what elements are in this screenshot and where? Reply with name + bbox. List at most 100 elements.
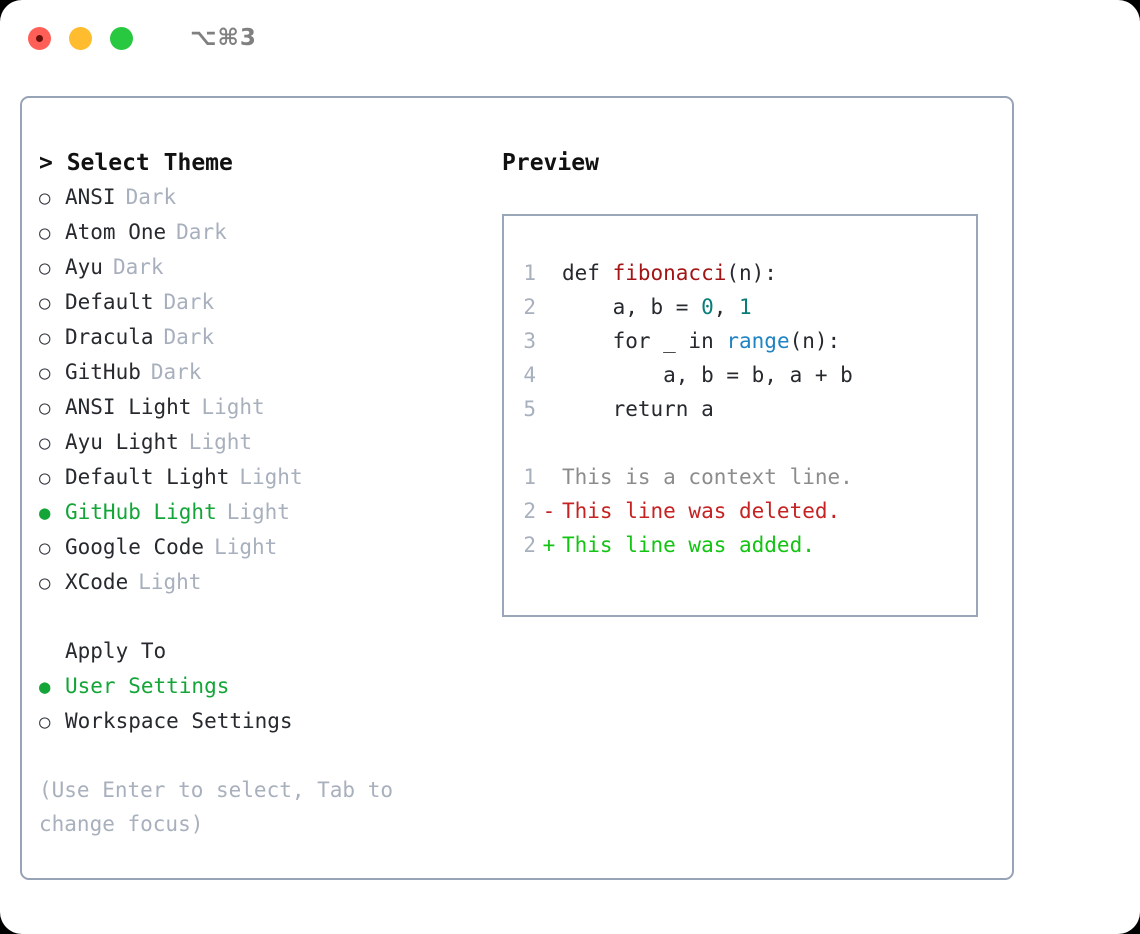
code-token-plain: ,: [713, 295, 740, 319]
theme-option-label: ANSI Light: [65, 395, 192, 419]
diff-marker: [536, 358, 562, 392]
radio-unselected-icon: ○: [39, 572, 51, 594]
line-number: 5: [523, 397, 536, 421]
code-line-text: return a: [562, 392, 714, 426]
minimize-window-button[interactable]: [69, 26, 92, 50]
apply-to-option-list[interactable]: ● User Settings ○Workspace Settings: [39, 669, 499, 739]
radio-unselected-icon: ○: [39, 397, 51, 419]
apply-to-label: Apply To: [65, 639, 167, 663]
line-number: 1: [523, 465, 536, 489]
bullet-placeholder-icon: ○: [39, 635, 65, 669]
radio-unselected-icon: ○: [39, 292, 51, 314]
theme-variant-tag: Light: [226, 500, 290, 524]
code-token-call: range: [726, 329, 790, 353]
theme-option-label: Ayu: [65, 255, 103, 279]
code-token-plain: def: [562, 261, 613, 285]
diff-marker: [536, 256, 562, 290]
code-token-plain: (n):: [726, 261, 777, 285]
theme-option-xcode[interactable]: ○ XCode Light: [39, 565, 499, 600]
code-line: 3 for _ in range(n):: [520, 324, 853, 358]
code-line-text: def fibonacci(n):: [562, 256, 777, 290]
theme-variant-tag: Light: [214, 535, 278, 559]
theme-option-ansi-light[interactable]: ○ ANSI Light Light: [39, 390, 499, 425]
line-number: 1: [523, 261, 536, 285]
theme-option-default-light[interactable]: ○ Default Light Light: [39, 460, 499, 495]
line-number: 2: [523, 533, 536, 557]
preview-column: Preview 1 def fibonacci(n):2 a, b = 0, 1…: [502, 146, 997, 617]
radio-selected-icon: ●: [39, 502, 51, 524]
theme-variant-tag: Dark: [176, 220, 227, 244]
code-line: 5 return a: [520, 392, 853, 426]
close-window-button[interactable]: [28, 26, 51, 50]
keyboard-shortcut-label: ⌥⌘3: [190, 25, 257, 51]
diff-line-context: 1 This is a context line.: [520, 460, 852, 494]
diff-line-text: This line was deleted.: [562, 499, 841, 523]
section-spacer: [39, 600, 499, 634]
diff-marker: [536, 392, 562, 426]
code-line-text: a, b = b, a + b: [562, 358, 853, 392]
line-number: 3: [523, 329, 536, 353]
diff-marker: -: [542, 499, 556, 523]
code-token-number: 1: [739, 295, 752, 319]
radio-unselected-icon: ○: [39, 711, 51, 733]
theme-option-github[interactable]: ○ GitHub Dark: [39, 355, 499, 390]
radio-unselected-icon: ○: [39, 467, 51, 489]
code-token-plain: return a: [562, 397, 714, 421]
radio-unselected-icon: ○: [39, 362, 51, 384]
diff-marker: [536, 460, 562, 494]
code-line: 4 a, b = b, a + b: [520, 358, 853, 392]
apply-to-option-user-settings[interactable]: ● User Settings: [39, 669, 499, 704]
code-token-function: fibonacci: [612, 261, 727, 285]
code-token-plain: a, b =: [562, 295, 702, 319]
radio-selected-icon: ●: [39, 676, 51, 698]
select-theme-heading: > Select Theme: [39, 150, 233, 176]
theme-option-label: Default Light: [65, 465, 230, 489]
keyboard-hint-text: (Use Enter to select, Tab to change focu…: [39, 778, 406, 836]
code-diff-separator: [520, 426, 853, 460]
radio-unselected-icon: ○: [39, 537, 51, 559]
code-line-text: for _ in range(n):: [562, 324, 841, 358]
theme-option-label: XCode: [65, 570, 129, 594]
apply-to-option-label: User Settings: [65, 674, 230, 698]
theme-variant-tag: Dark: [112, 255, 164, 279]
line-number: 2: [523, 295, 536, 319]
code-token-number: 0: [701, 295, 714, 319]
theme-variant-tag: Dark: [150, 360, 202, 384]
diff-line-added: 2+This line was added.: [520, 528, 853, 562]
code-line: 1 def fibonacci(n):: [520, 256, 853, 290]
maximize-window-button[interactable]: [110, 26, 133, 50]
theme-option-ayu[interactable]: ○ Ayu Dark: [39, 250, 499, 285]
theme-variant-tag: Dark: [163, 290, 215, 314]
theme-option-label: GitHub: [65, 360, 141, 384]
code-line: 2 a, b = 0, 1: [520, 290, 853, 324]
diff-marker: [536, 324, 562, 358]
radio-unselected-icon: ○: [39, 327, 51, 349]
hint-spacer: [39, 739, 499, 773]
diff-marker: +: [542, 533, 556, 557]
diff-line-text: This line was added.: [562, 533, 815, 557]
theme-variant-tag: Light: [239, 465, 303, 489]
radio-unselected-icon: ○: [39, 432, 51, 454]
apply-to-option-workspace-settings[interactable]: ○Workspace Settings: [39, 704, 499, 739]
code-token-plain: a, b = b, a + b: [562, 363, 853, 387]
theme-option-label: Ayu Light: [65, 430, 179, 454]
theme-variant-tag: Light: [138, 570, 202, 594]
apply-to-heading: ○ Apply To: [39, 634, 499, 669]
title-bar: ⌥⌘3: [0, 0, 1140, 76]
radio-unselected-icon: ○: [39, 257, 51, 279]
diff-line-deleted: 2-This line was deleted.: [520, 494, 853, 528]
theme-variant-tag: Light: [201, 395, 265, 419]
code-token-plain: for _ in: [562, 329, 727, 353]
